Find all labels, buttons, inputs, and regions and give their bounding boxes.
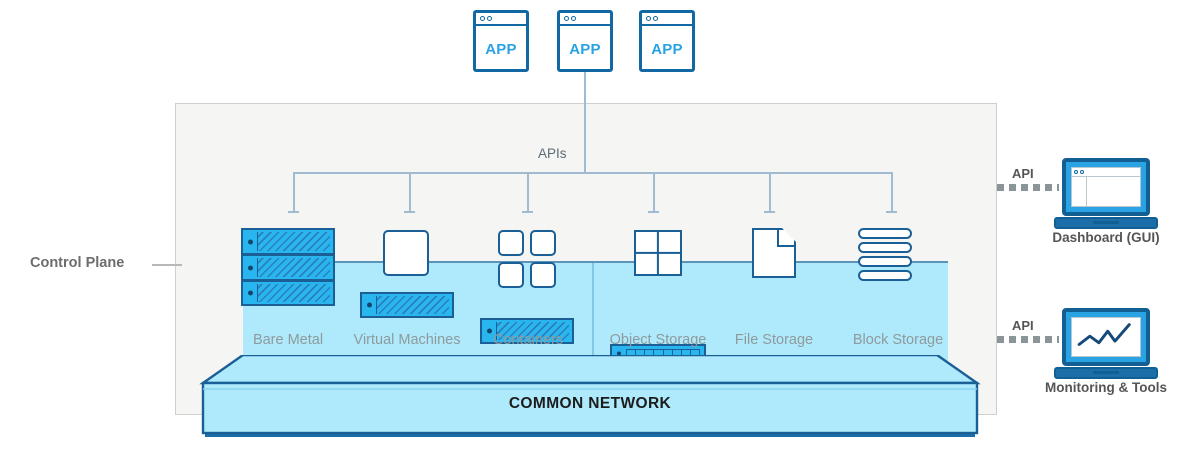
resource-bare-metal[interactable]	[241, 228, 335, 306]
server-unit-icon	[241, 280, 335, 306]
container-grid	[498, 230, 556, 288]
api-label-dashboard: API	[1012, 166, 1034, 181]
server-led-icon	[487, 328, 492, 334]
laptop-screen	[1071, 317, 1141, 357]
server-unit-icon	[241, 228, 335, 254]
container-cell-icon	[498, 230, 524, 256]
browser-titlebar	[1072, 168, 1140, 177]
window-dot-icon	[564, 16, 569, 21]
window-dot-icon	[571, 16, 576, 21]
browser-sidebar	[1072, 177, 1087, 206]
api-foot-4	[648, 211, 659, 213]
four-pane-icon	[634, 230, 682, 276]
document-fold-icon	[777, 230, 794, 247]
app-titlebar	[642, 13, 692, 26]
api-drop-3	[527, 172, 529, 212]
app-titlebar	[476, 13, 526, 26]
apis-label: APIs	[538, 146, 567, 161]
server-vents-icon	[376, 296, 449, 314]
window-dot-icon	[480, 16, 485, 21]
app-titlebar	[560, 13, 610, 26]
server-vents-icon	[257, 232, 330, 251]
window-dot-icon	[653, 16, 658, 21]
app-label: APP	[651, 41, 683, 58]
api-label-monitoring: API	[1012, 318, 1034, 333]
object-storage-icon	[634, 230, 682, 276]
control-plane-leader-line	[152, 264, 182, 266]
window-dot-icon	[646, 16, 651, 21]
resource-virtual-machines[interactable]	[360, 292, 454, 318]
browser-content	[1087, 177, 1140, 206]
compute-storage-divider	[592, 263, 594, 385]
platter-icon	[858, 228, 912, 239]
app-window-2[interactable]: APP	[557, 10, 613, 72]
laptop-screen	[1071, 167, 1141, 207]
laptop-base	[1054, 217, 1158, 229]
server-led-icon	[367, 302, 372, 308]
api-connector-monitoring	[997, 336, 1059, 343]
app-window-1[interactable]: APP	[473, 10, 529, 72]
container-cell-icon	[498, 262, 524, 288]
api-foot-2	[404, 211, 415, 213]
external-label-monitoring: Monitoring & Tools	[1045, 380, 1167, 395]
resource-label-virtual-machines: Virtual Machines	[353, 332, 461, 348]
server-vents-icon	[257, 258, 330, 277]
server-vents-icon	[496, 322, 569, 340]
api-connector-dashboard	[997, 184, 1059, 191]
external-monitoring[interactable]: Monitoring & Tools	[1045, 308, 1167, 395]
app-label: APP	[569, 41, 601, 58]
server-led-icon	[248, 290, 253, 296]
common-network-label: COMMON NETWORK	[508, 395, 672, 412]
container-grid-icon	[498, 230, 556, 288]
document-icon	[752, 228, 796, 278]
app-window-3[interactable]: APP	[639, 10, 695, 72]
server-vents-icon	[257, 284, 330, 302]
window-dot-icon	[1074, 170, 1078, 174]
window-dot-icon	[487, 16, 492, 21]
resource-containers[interactable]	[480, 318, 574, 344]
api-drop-1	[293, 172, 295, 212]
common-network-slab: COMMON NETWORK	[195, 353, 985, 445]
container-cell-icon	[530, 262, 556, 288]
browser-body	[1072, 177, 1140, 206]
platter-icon	[858, 256, 912, 267]
platter-icon	[858, 242, 912, 253]
app-to-bus-connector	[584, 72, 586, 173]
api-bus-line	[293, 172, 893, 174]
server-led-icon	[248, 239, 253, 244]
api-drop-4	[653, 172, 655, 212]
api-drop-2	[409, 172, 411, 212]
disk-platters-icon	[858, 228, 912, 281]
server-led-icon	[248, 265, 253, 270]
vm-square-icon	[383, 230, 429, 276]
resource-label-object-storage: Object Storage	[609, 332, 707, 348]
api-drop-5	[769, 172, 771, 212]
resource-label-bare-metal: Bare Metal	[252, 332, 324, 348]
common-network-shape	[199, 353, 981, 437]
resource-label-block-storage: Block Storage	[852, 332, 944, 348]
control-plane-label: Control Plane	[30, 255, 125, 271]
external-dashboard[interactable]: Dashboard (GUI)	[1052, 158, 1160, 245]
resource-label-containers: Containers	[492, 332, 564, 348]
app-label: APP	[485, 41, 517, 58]
window-dot-icon	[1080, 170, 1084, 174]
api-foot-3	[522, 211, 533, 213]
line-chart-icon	[1077, 323, 1131, 346]
container-cell-icon	[530, 230, 556, 256]
api-foot-1	[288, 211, 299, 213]
laptop-lid	[1062, 308, 1150, 366]
file-storage-icon	[752, 228, 796, 278]
common-network-line	[243, 261, 948, 263]
api-foot-5	[764, 211, 775, 213]
server-unit-icon	[241, 254, 335, 280]
api-drop-6	[891, 172, 893, 212]
resource-label-file-storage: File Storage	[734, 332, 814, 348]
laptop-lid	[1062, 158, 1150, 216]
platter-icon	[858, 270, 912, 281]
laptop-base	[1054, 367, 1158, 379]
block-storage-icon	[858, 228, 912, 281]
white-square-icon	[383, 230, 429, 276]
api-foot-6	[886, 211, 897, 213]
external-label-dashboard: Dashboard (GUI)	[1052, 230, 1160, 245]
